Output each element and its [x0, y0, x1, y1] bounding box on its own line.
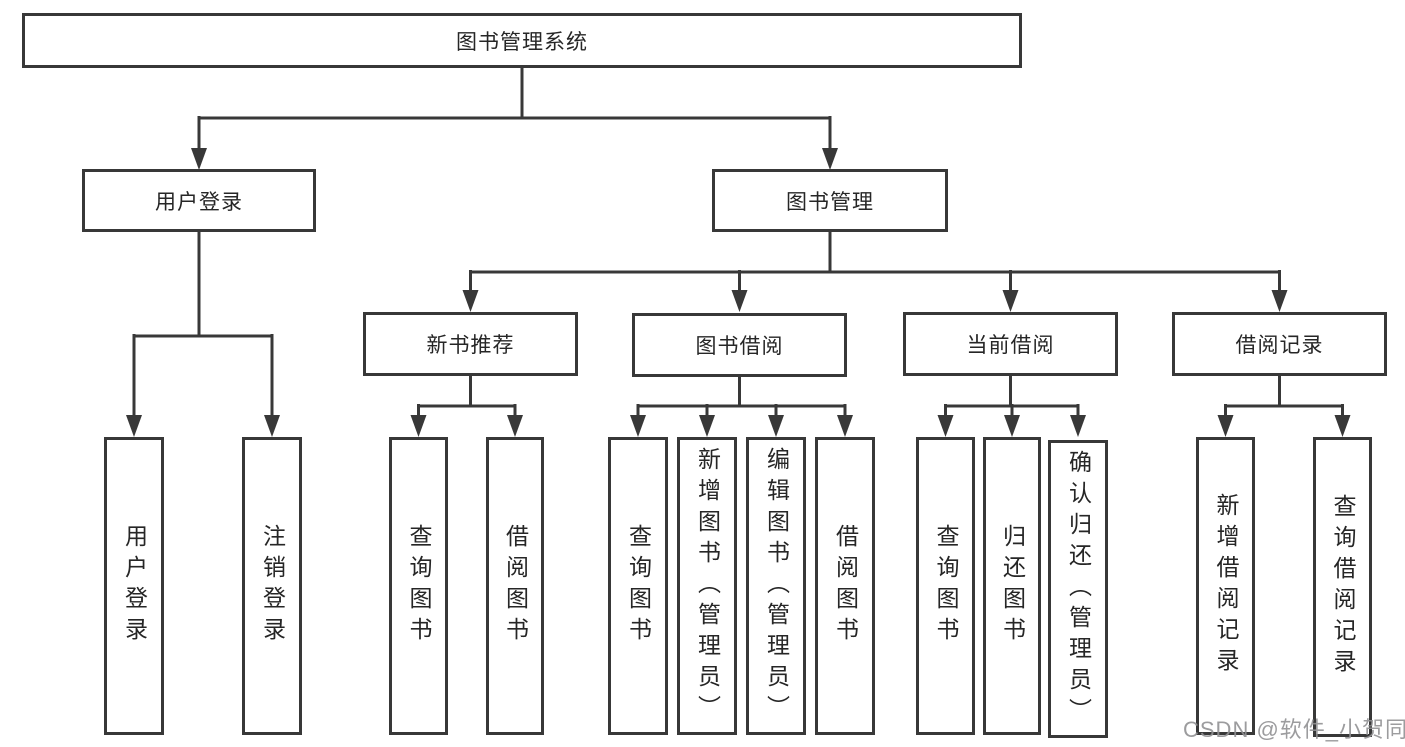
node-user-login-group: 用户登录: [82, 169, 316, 232]
leaf-recommend-borrow-books-label: 借阅图书: [502, 524, 529, 648]
node-root: 图书管理系统: [22, 13, 1022, 68]
leaf-user-login: 用户登录: [104, 437, 164, 735]
arrowheads: [126, 148, 1351, 437]
leaf-borrowing-query-books-label: 查询图书: [625, 524, 652, 648]
node-borrowing-records: 借阅记录: [1172, 312, 1387, 376]
node-book-borrowing-label: 图书借阅: [695, 335, 784, 358]
node-borrowing-records-label: 借阅记录: [1235, 334, 1324, 357]
node-book-management: 图书管理: [712, 169, 948, 232]
node-user-login-group-label: 用户登录: [155, 190, 243, 214]
leaf-current-confirm-return-admin-label: 确认归还（管理员）: [1065, 449, 1092, 729]
leaf-borrowing-add-books-admin: 新增图书（管理员）: [677, 437, 737, 735]
leaf-logout: 注销登录: [242, 437, 302, 735]
leaf-current-return-books: 归还图书: [983, 437, 1041, 735]
leaf-borrowing-add-books-admin-label: 新增图书（管理员）: [694, 446, 721, 726]
leaf-records-add-record: 新增借阅记录: [1196, 437, 1255, 735]
node-current-borrowing: 当前借阅: [903, 312, 1118, 376]
node-book-borrowing: 图书借阅: [632, 313, 847, 377]
leaf-current-query-books-label: 查询图书: [933, 524, 959, 648]
leaf-logout-label: 注销登录: [259, 524, 286, 648]
leaf-borrowing-edit-books-admin-label: 编辑图书（管理员）: [763, 446, 790, 726]
leaf-user-login-label: 用户登录: [121, 524, 148, 648]
csdn-watermark: CSDN @软件_小贺同学: [1183, 717, 1405, 742]
leaf-records-add-record-label: 新增借阅记录: [1213, 493, 1239, 679]
node-new-book-recommend: 新书推荐: [363, 312, 578, 376]
leaf-borrowing-query-books: 查询图书: [608, 437, 668, 735]
leaf-current-query-books: 查询图书: [916, 437, 975, 735]
leaf-recommend-borrow-books: 借阅图书: [486, 437, 544, 735]
leaf-borrowing-borrow-books-label: 借阅图书: [832, 524, 859, 648]
node-new-book-recommend-label: 新书推荐: [426, 334, 515, 357]
leaf-recommend-query-books-label: 查询图书: [406, 524, 432, 648]
leaf-current-confirm-return-admin: 确认归还（管理员）: [1048, 440, 1108, 738]
leaf-borrowing-edit-books-admin: 编辑图书（管理员）: [746, 437, 806, 735]
leaf-recommend-query-books: 查询图书: [389, 437, 448, 735]
leaf-current-return-books-label: 归还图书: [999, 524, 1026, 648]
leaf-records-query-record-label: 查询借阅记录: [1330, 494, 1356, 680]
leaf-records-query-record: 查询借阅记录: [1313, 437, 1372, 737]
node-book-management-label: 图书管理: [786, 190, 874, 214]
leaf-borrowing-borrow-books: 借阅图书: [815, 437, 875, 735]
node-current-borrowing-label: 当前借阅: [966, 334, 1055, 357]
node-root-label: 图书管理系统: [456, 30, 588, 54]
